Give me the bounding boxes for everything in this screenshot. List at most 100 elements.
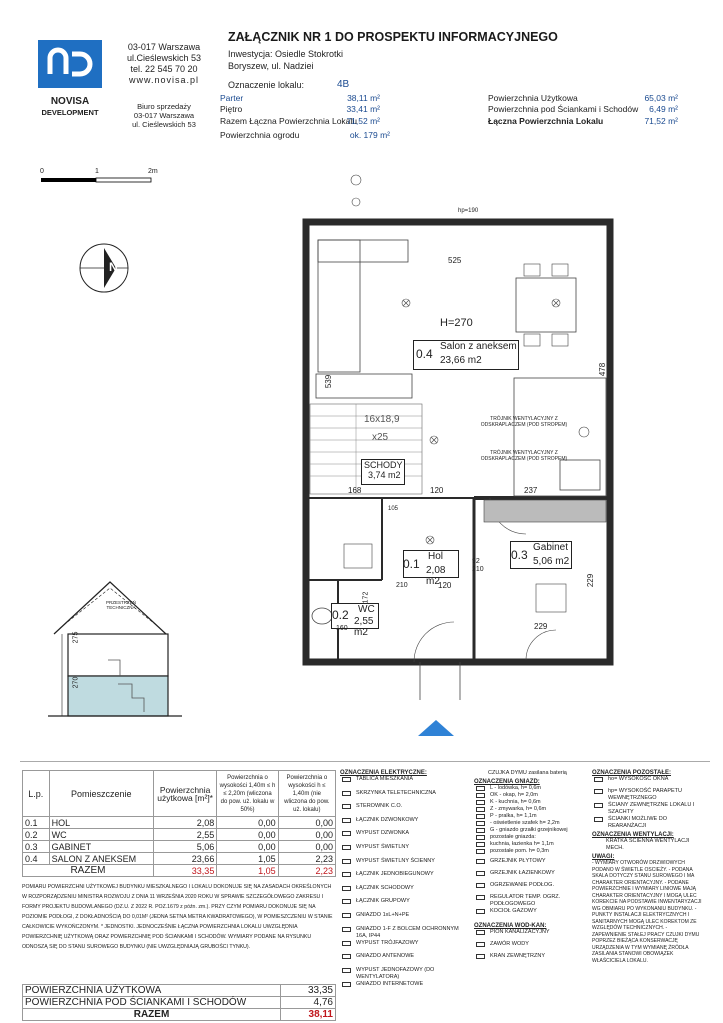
legend-elec-item-label: GNIAZDO 1xL+N+PE (356, 911, 410, 918)
summary-row: RAZEM 38,11 (22, 1008, 336, 1021)
company-logo (38, 40, 102, 88)
sum-value: 33,35 (280, 984, 336, 997)
legend-symbol-icon (342, 926, 351, 932)
th-lp: L.p. (22, 770, 50, 817)
legend-elec-item: WYPUST ŚWIETLNY ŚCIENNY (340, 858, 470, 872)
legend-symbol-icon (476, 828, 485, 833)
legend-socket-item: P - pralka, h= 1,1m (474, 813, 586, 820)
legend-socket-item: pozostałe gniazda: (474, 834, 586, 841)
legend-other-title: OZNACZENIA POZOSTAŁE: (592, 770, 671, 776)
dim-210: 210 (396, 582, 408, 589)
legend-symbol-icon (476, 859, 485, 864)
cell-low: 0,00 (277, 816, 337, 829)
legend-elec-item: GNIAZDO INTERNETOWE (340, 981, 470, 995)
addr-line2: ul.Cieślewskich 53 (126, 53, 202, 63)
legend-socket-item: K - kuchnia, h= 0,6m (474, 799, 586, 806)
north-arrow-icon: N (79, 243, 129, 293)
legend-symbol-icon (342, 858, 351, 864)
legend-heat-item-label: KOCIOŁ GAZOWY (490, 908, 537, 914)
legend-symbol-icon (476, 793, 485, 798)
legend-socket-item-label: OK - okap, h= 2,0m (490, 792, 538, 798)
legend-symbol-icon (476, 842, 485, 847)
cell-usable: 2,08 (152, 816, 218, 829)
section-dim-upper: 275 (72, 631, 80, 644)
area-floor-label: Piętro (220, 104, 243, 114)
legend-socket-item: pozostałe pom. h= 0,3m (474, 848, 586, 855)
usable-area-value: 65,03 m² (644, 93, 678, 103)
vent-note-2: TRÓJNIK WENTYLACYJNY Z ODSKRAPLACZEM (PO… (480, 450, 568, 462)
legend-middle: CZUJKA DYMU zasilana baterią OZNACZENIA … (474, 770, 586, 965)
legend-heat-item: KOCIOŁ GAZOWY (474, 908, 586, 920)
legend-heat-item: OGRZEWANIE PODŁOG. (474, 882, 586, 894)
scale-tick-0: 0 (40, 168, 44, 175)
addr-phone: tel. 22 545 70 20 (130, 64, 198, 74)
legend-elec-item-label: ŁĄCZNIK GRUPOWY (356, 898, 410, 905)
legend-socket-item-label: Z - zmywarka, h= 0,6m (490, 806, 547, 812)
legend-elec-item-label: TABLICA MIESZKANIA (356, 776, 414, 782)
legend-symbol-icon (342, 954, 351, 960)
addr-web[interactable]: www.novisa.pl (128, 75, 200, 85)
logo-brand: NOVISA DEVELOPMENT (38, 96, 102, 118)
legend-symbol-icon (342, 981, 351, 987)
cell-room: GABINET (48, 840, 154, 853)
cell-room: SALON Z ANEKSEM (48, 852, 154, 865)
legend-symbol-icon (476, 942, 485, 947)
legend-elec-title: OZNACZENIA ELEKTRYCZNE: (340, 770, 427, 776)
legend-heat-item: GRZEJNIK PŁYTOWY (474, 858, 586, 870)
unit-number: 4B (337, 79, 350, 90)
legend-elec-item-label: WYPUST JEDNOFAZOWY (DO WENTYLATORA) (356, 966, 435, 980)
cell-lp: 0.4 (22, 852, 50, 865)
legend-vent: KRATKA ŚCIENNA WENTYLACJI MECH. (606, 838, 690, 851)
legend-symbol-icon (476, 895, 485, 900)
dim-478: 478 (598, 362, 608, 377)
legend-heat-item-label: GRZEJNIK ŁAZIENKOWY (490, 870, 555, 876)
cell-usable: 2,55 (152, 828, 218, 841)
legend-socket-item-label: - oświetlenie szafek h= 2,2m (490, 820, 560, 826)
room-label-hol: 0.1 Hol 2,08 m2 (403, 550, 459, 587)
legend-elec-item: ŁĄCZNIK JEDNOBIEGUNOWY (340, 871, 470, 885)
sales-office-line2: ul. Cieślewskich 53 (132, 120, 196, 129)
legend-heat-item: GRZEJNIK ŁAZIENKOWY (474, 870, 586, 882)
area-ground-label: Parter (220, 93, 244, 103)
legend-symbol-icon (476, 883, 485, 888)
cell-room: HOL (48, 816, 154, 829)
area-ground-value: 38,11 m² (347, 93, 380, 103)
sum-label: RAZEM (22, 1008, 281, 1021)
cell-mid: 0,00 (216, 840, 279, 853)
legend-other-item: hp= WYSOKOŚĆ PARAPETU WEWNĘTRZNEGO (592, 788, 702, 802)
legend-symbol-icon (476, 849, 485, 854)
legend-symbol-icon (342, 831, 351, 837)
cell-lp: 0.1 (22, 816, 50, 829)
legend-symbol-icon (342, 899, 351, 905)
total-area-value: 71,52 m² (644, 116, 678, 126)
legend-water-item-label: ZAWÓR WODY (490, 941, 529, 947)
th-mid-height: Powierzchnia o wysokości 1,40m ≤ h ≤ 2,2… (216, 770, 279, 817)
garden-area-value: ok. 179 m² (349, 130, 390, 140)
dim-105: 105 (388, 506, 399, 512)
table-total-row: RAZEM 33,35 1,05 2,23 (22, 864, 337, 877)
dim-229: 229 (534, 622, 548, 631)
legend-elec-item: ŁĄCZNIK GRUPOWY (340, 898, 470, 912)
legend-elec-item: TABLICA MIESZKANIA (340, 776, 470, 790)
entrance-arrow-icon (418, 720, 454, 736)
legend-other-item-label: hp= WYSOKOŚĆ PARAPETU WEWNĘTRZNEGO (608, 788, 683, 801)
sum-value: 38,11 (280, 1008, 336, 1021)
floor-plan-drawing (302, 174, 614, 700)
document-title: ZAŁĄCZNIK NR 1 DO PROSPEKTU INFORMACYJNE… (228, 30, 558, 44)
th-room: Pomieszczenie (48, 770, 154, 817)
room-hol-num: 0.1 (403, 557, 420, 571)
legend-elec-item: WYPUST DZWONKA (340, 830, 470, 844)
summary-row: POWIERZCHNIA POD ŚCIANKAMI I SCHODÓW 4,7… (22, 996, 336, 1009)
scale-bar-graphic (41, 177, 152, 183)
area-total-label: Razem Łączna Powierzchnia Lokalu (220, 116, 358, 126)
table-row: 0.1 HOL 2,08 0,00 0,00 (22, 816, 337, 829)
legend-symbol-icon (594, 777, 603, 782)
legend-elec-item-label: WYPUST DZWONKA (356, 830, 410, 837)
legend-water-item: PION KANALIZACYJNY (474, 929, 586, 941)
sum-label: POWIERZCHNIA POD ŚCIANKAMI I SCHODÓW (22, 996, 281, 1009)
legend-elec-item-label: ŁĄCZNIK DZWONKOWY (356, 816, 419, 823)
legend-symbol-icon (476, 814, 485, 819)
